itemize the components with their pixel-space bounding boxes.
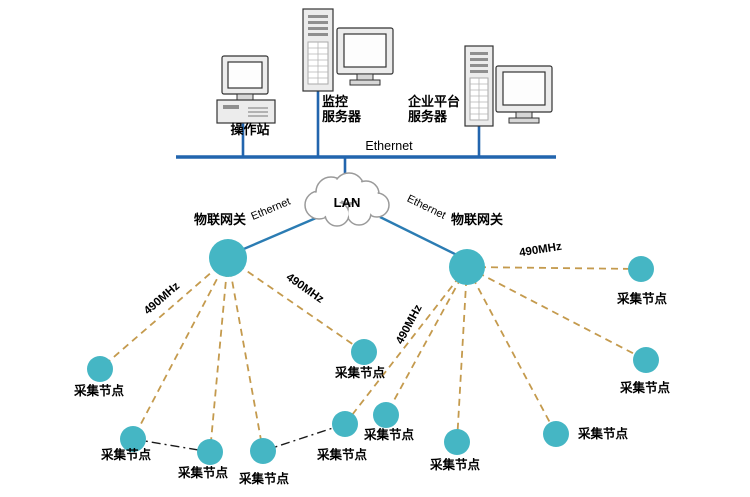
sensor-node-10	[633, 347, 659, 373]
rf-link-gw2-n9	[466, 266, 557, 435]
monitor-server-label-line1: 监控	[322, 94, 348, 109]
rf-link-gw2-n7	[385, 266, 468, 416]
iot-gateway-right	[449, 249, 485, 285]
sensor-node-5	[332, 411, 358, 437]
ethernet-backbone	[176, 91, 556, 186]
monitor-stand	[356, 73, 374, 81]
gateway-right-label: 物联网关	[451, 212, 503, 227]
gateway-left-label: 物联网关	[194, 212, 246, 227]
enterprise-server-label-line1: 企业平台	[407, 94, 460, 109]
tower-slot	[308, 27, 328, 30]
monitor-base	[349, 79, 381, 86]
operator-station-icon	[216, 55, 276, 124]
rf-label-right: 490MHz	[518, 241, 562, 260]
monitor-screen	[343, 33, 387, 68]
rf-link-gw1-n6	[227, 257, 365, 353]
sensor-node-1	[87, 356, 113, 382]
tower-slot	[308, 21, 328, 24]
lan-to-left-gateway-line	[231, 216, 317, 256]
tower-slot	[470, 64, 488, 67]
sensor-node-7-label: 采集节点	[363, 427, 415, 442]
sensor-node-4-label: 采集节点	[238, 471, 290, 486]
monitor-base	[508, 117, 540, 124]
lan-label: LAN	[334, 195, 361, 210]
ethernet-bus-label: Ethernet	[365, 139, 413, 153]
sensor-node-1-label: 采集节点	[73, 383, 125, 398]
rf-link-gw1-n4	[227, 257, 264, 452]
sensor-node-11	[628, 256, 654, 282]
radio-links	[99, 257, 647, 453]
rf-label-mid-right: 490MHz	[394, 303, 425, 347]
tower-slot	[308, 15, 328, 18]
sensor-node-3-label: 采集节点	[177, 465, 229, 480]
enterprise-server-label-line2: 服务器	[408, 109, 448, 124]
lan-cloud: LAN	[304, 172, 390, 227]
sensor-node-2-label: 采集节点	[100, 447, 152, 462]
monitor-screen	[502, 71, 546, 106]
sensor-node-3	[197, 439, 223, 465]
monitor-server-icon	[302, 8, 394, 92]
rf-link-gw2-n5	[344, 266, 468, 425]
monitor-screen	[227, 61, 263, 89]
sensor-node-9-label: 采集节点	[577, 426, 629, 441]
tower-slot	[470, 70, 488, 73]
enterprise-server-icon	[464, 45, 553, 127]
sensor-node-6-label: 采集节点	[334, 365, 386, 380]
operator-station-label: 操作站	[230, 122, 269, 137]
monitor-stand	[515, 111, 533, 119]
mesh-links	[132, 423, 346, 453]
rf-link-gw2-n8	[456, 266, 468, 443]
sensor-node-8-label: 采集节点	[429, 457, 481, 472]
ethernet-right-link-label: Ethernet	[405, 193, 448, 222]
rf-link-gw1-n1	[99, 257, 229, 370]
sensor-node-7	[373, 402, 399, 428]
rf-link-gw1-n3	[209, 257, 229, 453]
lan-to-right-gateway-line	[379, 215, 464, 260]
rf-link-gw2-n10	[466, 266, 647, 361]
cloud-inner-fill	[306, 174, 388, 225]
sensor-node-4	[250, 438, 276, 464]
gateway-uplinks	[231, 215, 464, 260]
ethernet-left-link-label: Ethernet	[249, 196, 292, 223]
rf-label-left: 490MHz	[142, 280, 182, 317]
floppy-slot	[223, 105, 239, 109]
sensor-node-2	[120, 426, 146, 452]
rf-link-gw2-n11	[466, 266, 642, 270]
iot-gateway-left	[209, 239, 247, 277]
sensor-node-8	[444, 429, 470, 455]
mesh-link-n4-n5	[262, 423, 346, 452]
mesh-link-n2-n3	[132, 438, 211, 453]
sensor-node-9	[543, 421, 569, 447]
rf-link-gw1-n2	[132, 257, 229, 440]
tower-slot	[470, 52, 488, 55]
sensor-node-5-label: 采集节点	[316, 447, 368, 462]
sensor-node-11-label: 采集节点	[616, 291, 668, 306]
tower-slot	[308, 33, 328, 36]
monitor-stand	[236, 93, 254, 101]
monitor-server-label-line2: 服务器	[322, 109, 362, 124]
sensor-node-10-label: 采集节点	[619, 380, 671, 395]
tower-slot	[470, 58, 488, 61]
sensor-node-6	[351, 339, 377, 365]
sensor-nodes	[87, 256, 659, 465]
